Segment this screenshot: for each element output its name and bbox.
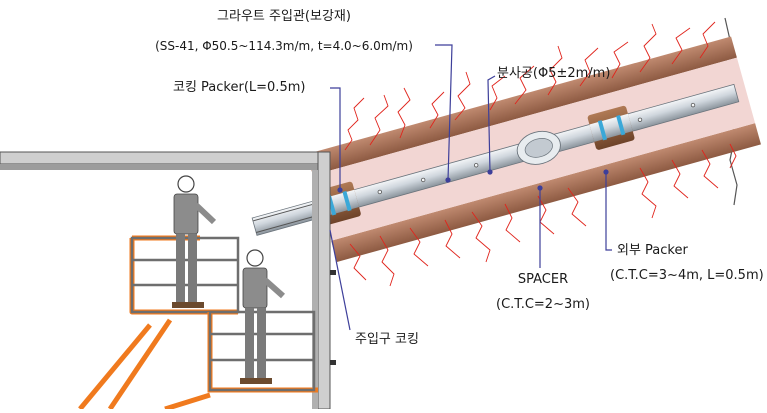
spacer [516, 130, 561, 165]
spacer-spacing-label: (C.T.C=2~3m) [496, 297, 590, 312]
boom-lift-icon [78, 235, 318, 412]
grout-pipe-title: 그라우트 주입관(보강재) [217, 9, 351, 24]
worker-icon [240, 249, 285, 384]
spacer-label: SPACER [517, 272, 569, 287]
borehole-assembly [251, 36, 761, 262]
drill-band-lower [331, 123, 761, 262]
crack-lines [344, 21, 737, 287]
spray-hole-label: 분사공(Φ5±2m/m) [497, 66, 611, 81]
outer-packer-spec: (C.T.C=3~4m, L=0.5m) [610, 268, 764, 283]
coring-packer-label: 코킹 Packer(L=0.5m) [173, 80, 306, 95]
worker-icon [172, 175, 217, 308]
outer-packer [587, 105, 635, 150]
grout-pipe-spec: (SS-41, Φ50.5~114.3m/m, t=4.0~6.0m/m) [155, 39, 413, 53]
outer-packer-label: 외부 Packer [617, 243, 688, 258]
inlet-coring-label: 주입구 코킹 [355, 332, 419, 347]
tunnel-wall [0, 151, 336, 410]
leader-lines [329, 44, 612, 331]
drill-band-upper [307, 36, 737, 176]
